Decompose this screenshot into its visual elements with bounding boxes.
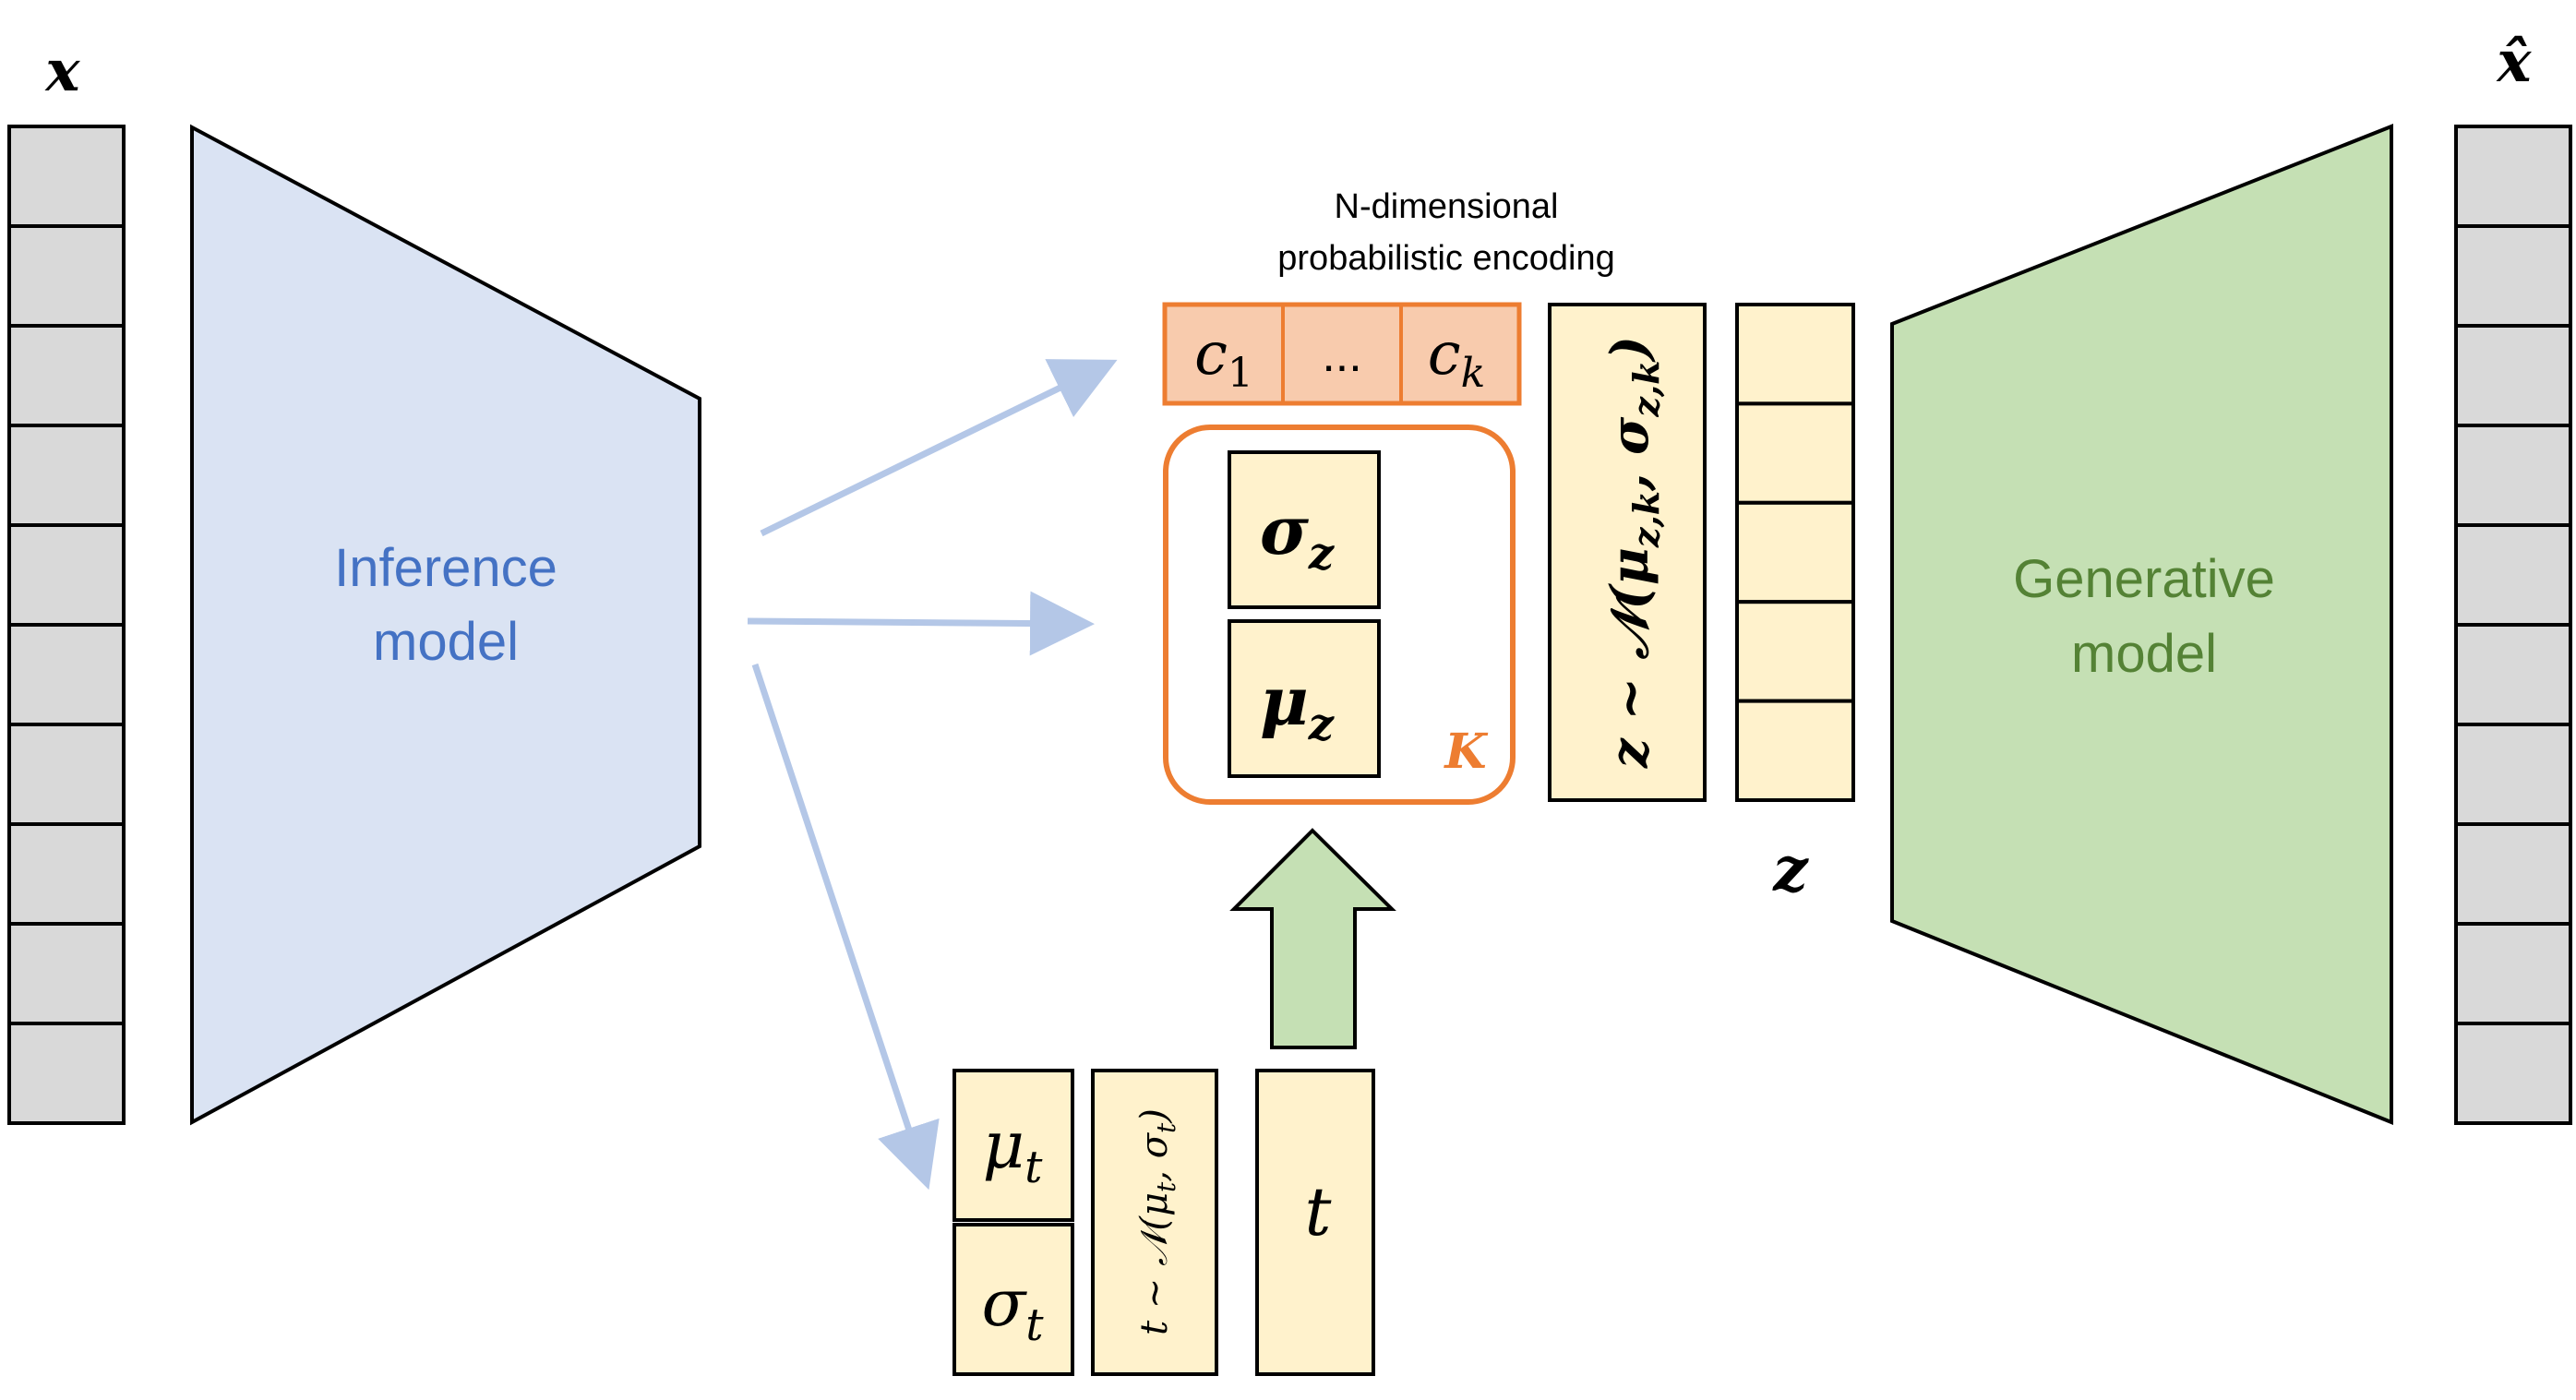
z-vector bbox=[1735, 303, 1855, 802]
t-box bbox=[1255, 1069, 1375, 1376]
mu-t-box bbox=[953, 1069, 1074, 1222]
inference-model-label-line2: model bbox=[373, 612, 519, 672]
mu-z-box bbox=[1228, 619, 1381, 778]
z-sampling-box bbox=[1548, 303, 1707, 802]
input-vector bbox=[7, 125, 126, 1125]
mu-z-label: μz bbox=[1260, 662, 1336, 750]
z-vector-cell bbox=[1735, 401, 1855, 505]
mu-t-label: μt bbox=[983, 1107, 1044, 1193]
sigma-z-label: σz bbox=[1260, 491, 1336, 580]
z-sampling-label: z ~ 𝒩(μz,k, σz,k) bbox=[1600, 336, 1667, 769]
t-label: t bbox=[1305, 1173, 1333, 1250]
output-vector-cell bbox=[2454, 523, 2572, 627]
generative-model-trapezoid bbox=[1890, 124, 2393, 1125]
input-vector-cell bbox=[7, 822, 126, 926]
input-vector-cell bbox=[7, 623, 126, 726]
inference-model-trapezoid bbox=[190, 124, 701, 1126]
output-vector-cell bbox=[2454, 424, 2572, 527]
encoding-caption-line1: N-dimensional bbox=[1335, 187, 1559, 226]
arrow-to-t-params bbox=[751, 663, 940, 1191]
sigma-z-box bbox=[1228, 450, 1381, 609]
category-c1: c1 bbox=[1194, 320, 1253, 397]
z-vector-cell bbox=[1735, 500, 1855, 604]
inference-model-label-line1: Inference bbox=[334, 538, 557, 598]
z-label: z bbox=[1772, 833, 1809, 905]
input-vector-cell bbox=[7, 1022, 126, 1125]
category-ellipsis: ... bbox=[1322, 329, 1361, 382]
output-vector-cell bbox=[2454, 1022, 2572, 1125]
output-vector-cell bbox=[2454, 224, 2572, 328]
input-vector-cell bbox=[7, 723, 126, 826]
input-vector-cell bbox=[7, 424, 126, 527]
generative-model-label-line1: Generative bbox=[2013, 549, 2275, 609]
output-vector bbox=[2454, 125, 2572, 1125]
cluster-count-label: K bbox=[1443, 724, 1488, 780]
encoding-caption-line2: probabilistic encoding bbox=[1277, 239, 1614, 278]
arrow-to-categories bbox=[760, 359, 1118, 537]
arrow-to-cluster-params bbox=[747, 591, 1095, 656]
input-vector-cell bbox=[7, 224, 126, 328]
input-vector-cell bbox=[7, 922, 126, 1025]
input-vector-cell bbox=[7, 125, 126, 228]
output-vector-cell bbox=[2454, 623, 2572, 726]
green-up-arrow bbox=[1229, 828, 1396, 1049]
z-vector-cell bbox=[1735, 303, 1855, 406]
input-vector-cell bbox=[7, 523, 126, 627]
z-vector-cell bbox=[1735, 600, 1855, 703]
generative-model-label-line2: model bbox=[2071, 624, 2217, 684]
output-vector-cell bbox=[2454, 822, 2572, 926]
output-vector-cell bbox=[2454, 324, 2572, 427]
t-sampling-box bbox=[1091, 1069, 1218, 1376]
output-vector-cell bbox=[2454, 922, 2572, 1025]
t-sampling-label: t ~ 𝒩(μt, σt) bbox=[1133, 1108, 1181, 1335]
z-vector-cell bbox=[1735, 699, 1855, 802]
category-ck: ck bbox=[1428, 320, 1486, 397]
output-label: x̂ bbox=[2496, 28, 2533, 95]
categories-row: c1 ... ck bbox=[1162, 302, 1522, 406]
input-vector-cell bbox=[7, 324, 126, 427]
sigma-t-box bbox=[953, 1223, 1074, 1376]
sigma-t-label: σt bbox=[981, 1265, 1044, 1351]
output-vector-cell bbox=[2454, 125, 2572, 228]
input-label: x bbox=[44, 37, 81, 104]
output-vector-cell bbox=[2454, 723, 2572, 826]
